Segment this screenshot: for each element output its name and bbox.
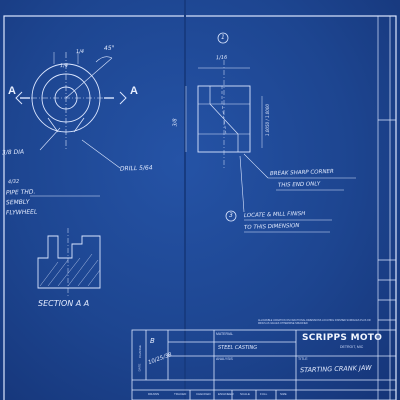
side-view [185, 32, 356, 233]
footer-checked: CHECKED [196, 392, 211, 396]
company-name: SCRIPPS MOTO [302, 333, 383, 343]
note-assembly: SEMBLY [5, 198, 30, 207]
fraction-top-1: 1/4 [59, 62, 69, 70]
analysis-label: ANALYSIS [216, 357, 233, 361]
section-hatch [39, 253, 101, 287]
parts-list [377, 16, 396, 400]
company-location: DETROIT, MIC [340, 345, 364, 349]
angle-line [65, 57, 113, 99]
leader-dia [39, 127, 61, 151]
angle-arc [95, 56, 113, 63]
material-value: STEEL CASTING [218, 345, 258, 351]
note-flywheel: FLYWHEEL [5, 208, 38, 217]
fraction-4-32: 4/32 [7, 178, 20, 186]
fraction-top-2: 1/4 [75, 48, 85, 56]
marker-3 [225, 210, 237, 222]
circle-marker-label: 1 [221, 34, 225, 41]
angle-callout: 45° [103, 44, 115, 53]
title-label: TITLE [298, 357, 308, 361]
marker-circle [217, 32, 229, 44]
date-label: DATE [137, 363, 142, 372]
change-value: B [150, 337, 155, 345]
jaw-slot-left [47, 117, 85, 133]
leader-locate [239, 155, 245, 213]
note-pipe-thd: PIPE THD. [5, 188, 36, 197]
note-dia: 3/8 DIA [1, 148, 25, 157]
number-marker-label: 3 [229, 212, 233, 219]
section-outline [37, 235, 101, 289]
leader-break [243, 153, 269, 179]
change-label: CHANGE [137, 345, 142, 358]
section-label: SECTION A A [38, 299, 90, 308]
fraction-8: 3/8 [172, 118, 179, 127]
view-letter-right: A [130, 85, 138, 97]
footer-full: FULL [260, 392, 268, 396]
footer-engineer: ENGINEER [218, 392, 234, 396]
view-letter-left: A [8, 85, 16, 97]
section-view [30, 195, 101, 296]
footer-drawn: DRAWN [148, 392, 160, 396]
fraction-16: 1/16 [215, 54, 228, 62]
footer-scale: SCALE [240, 392, 250, 396]
cut-mark-right [119, 91, 127, 105]
footer-traced: TRACED [174, 392, 187, 396]
note-drill: DRILL 5/64 [119, 164, 153, 173]
diameter-stack: 1.0050 / 1.0000 [264, 104, 270, 136]
tolerance-note: ALLOWABLE VARIATION ON FRACTIONAL DIMENS… [258, 319, 371, 325]
sheet-border [3, 15, 397, 400]
footer-size: SIZE [280, 392, 287, 396]
material-label: MATERIAL [216, 332, 234, 336]
cut-mark-left [15, 91, 23, 105]
jaw-cut-2 [221, 86, 227, 135]
jaw-cut [209, 86, 239, 152]
end-view [15, 52, 127, 169]
leader-drill [81, 139, 121, 169]
title-block-grid [131, 329, 397, 400]
